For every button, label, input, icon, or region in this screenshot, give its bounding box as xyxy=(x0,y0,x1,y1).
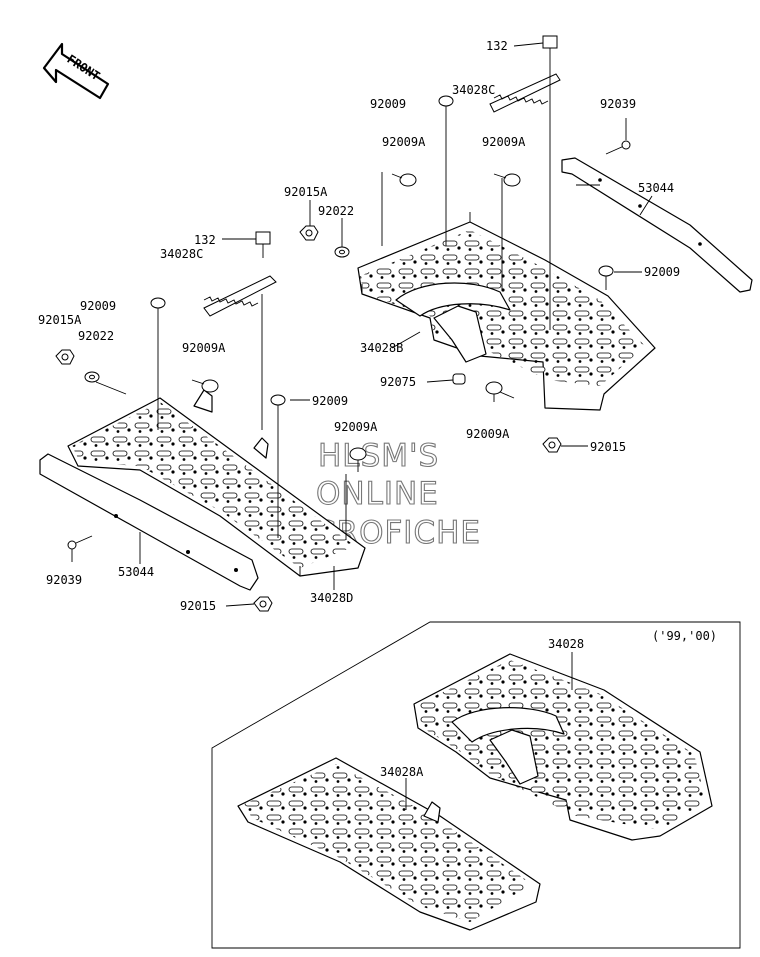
label-92022-mid: 92022 xyxy=(318,204,354,218)
nut-icon xyxy=(542,437,562,453)
screw-icon xyxy=(438,95,454,122)
label-92075: 92075 xyxy=(380,375,416,389)
floor-panel-34028A xyxy=(237,757,541,931)
label-53044-left: 53044 xyxy=(118,565,154,579)
label-53044-right: 53044 xyxy=(638,181,674,195)
label-92009A-a: 92009A xyxy=(382,135,426,149)
label-92009-left: 92009 xyxy=(80,299,116,313)
inset-box-99-00 xyxy=(211,621,741,949)
years-note: ('99,'00) xyxy=(652,629,717,643)
washer-icon xyxy=(84,371,100,383)
clip-strip-34028C-top xyxy=(489,73,561,113)
pin-icon xyxy=(605,140,631,155)
floor-panel-34028 xyxy=(413,653,713,841)
label-92009A-left: 92009A xyxy=(182,341,226,355)
grommet-icon xyxy=(452,373,466,385)
label-34028C-top: 34028C xyxy=(452,83,495,97)
front-direction-arrow-icon: FRONT xyxy=(42,42,110,100)
bolt-icon xyxy=(255,231,271,258)
label-92009A-b: 92009A xyxy=(482,135,526,149)
nut-icon xyxy=(55,349,75,365)
label-92015A-mid: 92015A xyxy=(284,185,328,199)
bolt-icon xyxy=(542,35,558,64)
clip-strip-34028C-mid xyxy=(203,275,277,317)
nut-icon xyxy=(253,596,273,612)
floor-panel-34028B xyxy=(357,212,656,411)
label-92015A-left: 92015A xyxy=(38,313,82,327)
leader-lines xyxy=(71,42,653,607)
nut-icon xyxy=(299,225,319,241)
label-132-top: 132 xyxy=(486,39,508,53)
label-92039-left: 92039 xyxy=(46,573,82,587)
part-labels: 132 34028C 92009 92039 92009A 92009A 920… xyxy=(38,39,717,779)
label-34028A: 34028A xyxy=(380,765,424,779)
washer-icon xyxy=(334,246,350,258)
label-34028B: 34028B xyxy=(360,341,403,355)
label-34028D: 34028D xyxy=(310,591,353,605)
guard-bar-53044-right xyxy=(561,157,753,293)
screw-icon xyxy=(191,379,219,393)
screw-icon xyxy=(598,265,614,290)
label-92015-right: 92015 xyxy=(590,440,626,454)
label-92009-right: 92009 xyxy=(644,265,680,279)
label-34028: 34028 xyxy=(548,637,584,651)
screw-icon xyxy=(270,394,286,420)
watermark-line-1: HLSM'S xyxy=(318,438,439,474)
label-92039-top: 92039 xyxy=(600,97,636,111)
screw-icon xyxy=(493,173,521,187)
label-34028C-mid: 34028C xyxy=(160,247,203,261)
label-92009A-right: 92009A xyxy=(466,427,510,441)
screw-icon xyxy=(349,447,367,472)
pin-icon xyxy=(67,535,93,550)
watermark-line-2: ONLINE xyxy=(316,476,439,512)
label-92009-center: 92009 xyxy=(312,394,348,408)
label-92022-left: 92022 xyxy=(78,329,114,343)
guard-bar-53044-left xyxy=(39,453,259,591)
label-132-mid: 132 xyxy=(194,233,216,247)
floor-panel-34028D xyxy=(67,389,366,577)
label-92015-bottom: 92015 xyxy=(180,599,216,613)
screw-icon xyxy=(150,297,166,322)
label-92009-top: 92009 xyxy=(370,97,406,111)
label-92009A-center: 92009A xyxy=(334,420,378,434)
screw-icon xyxy=(485,381,515,399)
screw-icon xyxy=(391,173,417,187)
